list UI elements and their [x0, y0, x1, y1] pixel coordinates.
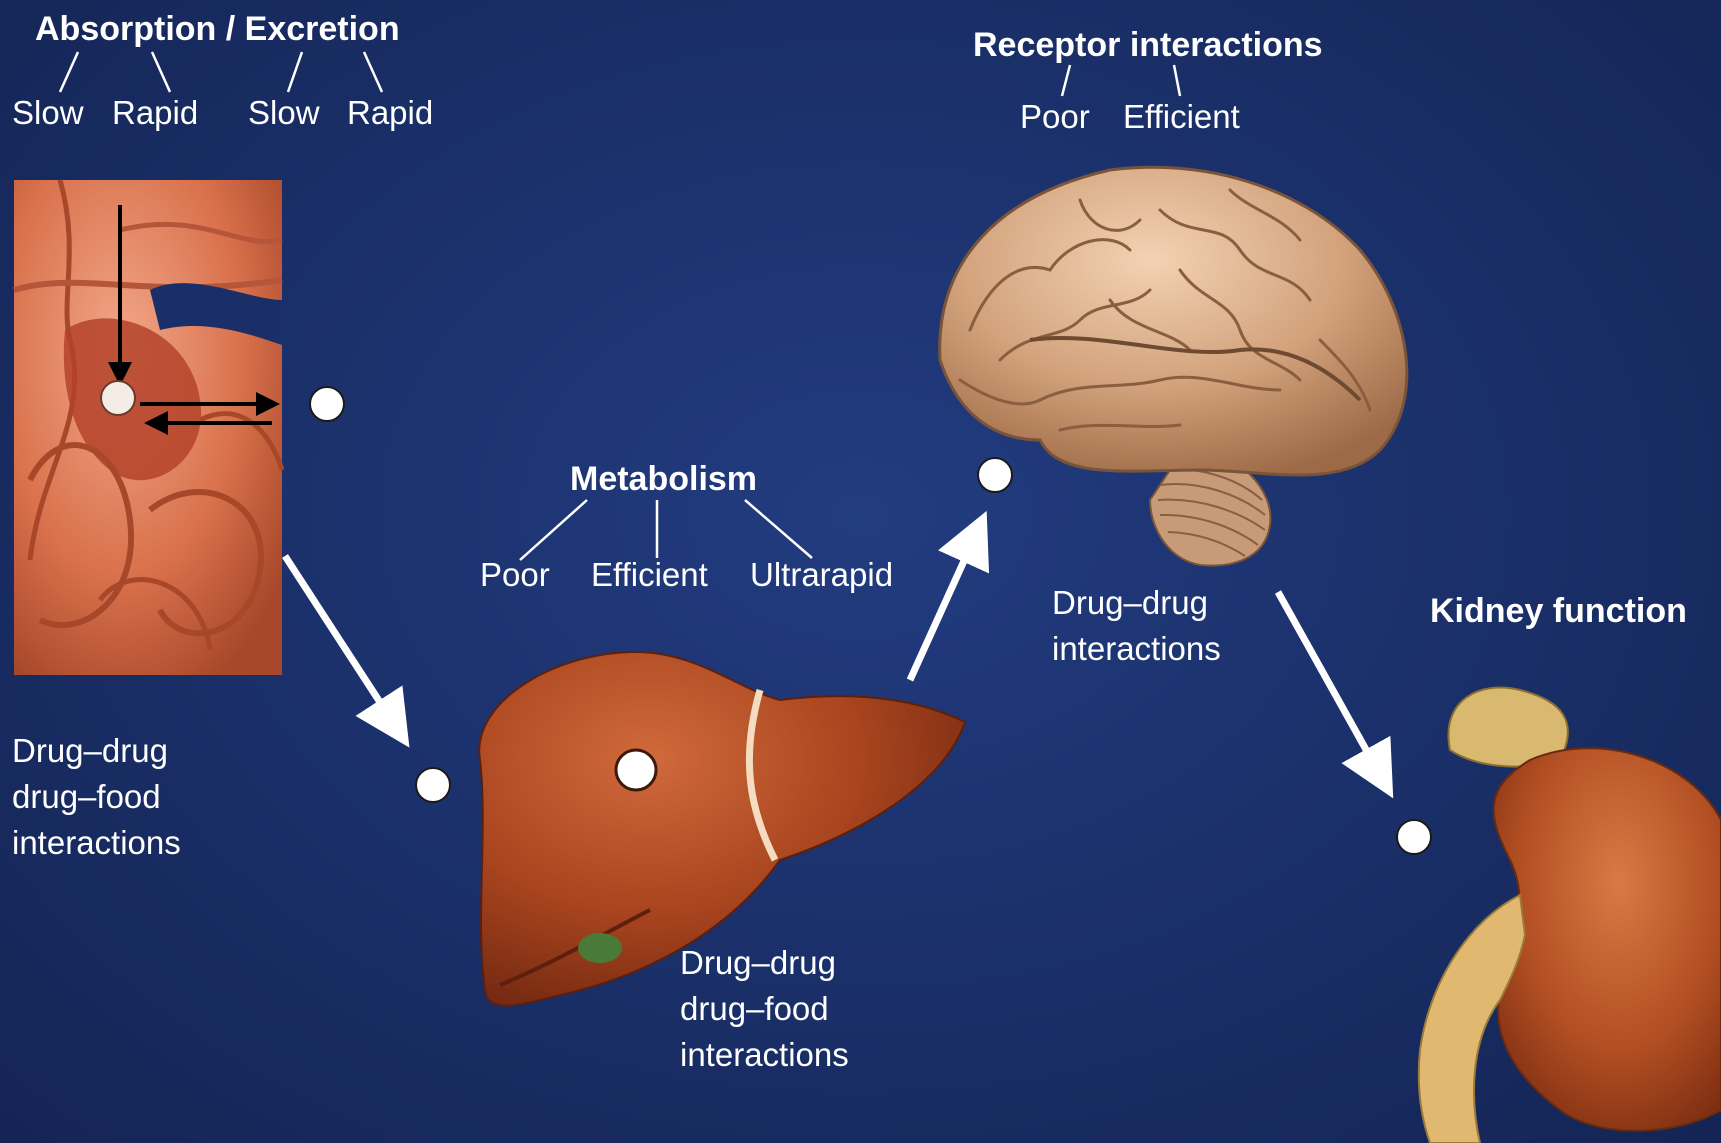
marker-kidney	[1397, 820, 1431, 854]
absorption-option-rapid-2: Rapid	[347, 94, 433, 132]
marker-intestine	[310, 387, 344, 421]
arrow-intestine-to-liver	[285, 556, 398, 730]
absorption-option-slow-1: Slow	[12, 94, 84, 132]
absorption-interactions: Drug–drug drug–food interactions	[12, 728, 181, 866]
metabolism-option-efficient: Efficient	[591, 556, 708, 594]
absorption-option-rapid-1: Rapid	[112, 94, 198, 132]
metabolism-option-ultrarapid: Ultrarapid	[750, 556, 893, 594]
receptor-interactions: Drug–drug interactions	[1052, 580, 1221, 672]
metabolism-interactions-line: interactions	[680, 1032, 849, 1078]
kidney-illustration	[1419, 688, 1721, 1143]
intestine-illustration	[14, 180, 282, 675]
receptor-title: Receptor interactions	[973, 26, 1323, 65]
receptor-option-poor: Poor	[1020, 98, 1090, 136]
absorption-title: Absorption / Excretion	[35, 10, 400, 49]
arrow-liver-to-brain	[910, 530, 978, 680]
kidney-title: Kidney function	[1430, 592, 1687, 631]
absorption-option-slow-2: Slow	[248, 94, 320, 132]
receptor-interactions-line: interactions	[1052, 626, 1221, 672]
metabolism-interactions-line: drug–food	[680, 986, 849, 1032]
marker-brain	[978, 458, 1012, 492]
receptor-interactions-line: Drug–drug	[1052, 580, 1221, 626]
absorption-interactions-line: Drug–drug	[12, 728, 181, 774]
metabolism-interactions: Drug–drug drug–food interactions	[680, 940, 849, 1078]
absorption-interactions-line: interactions	[12, 820, 181, 866]
brain-illustration	[940, 167, 1407, 565]
metabolism-interactions-line: Drug–drug	[680, 940, 849, 986]
metabolism-option-poor: Poor	[480, 556, 550, 594]
absorption-interactions-line: drug–food	[12, 774, 181, 820]
arrow-brain-to-kidney	[1278, 592, 1383, 780]
marker-liver	[416, 768, 450, 802]
metabolism-title: Metabolism	[570, 460, 757, 499]
receptor-option-efficient: Efficient	[1123, 98, 1240, 136]
